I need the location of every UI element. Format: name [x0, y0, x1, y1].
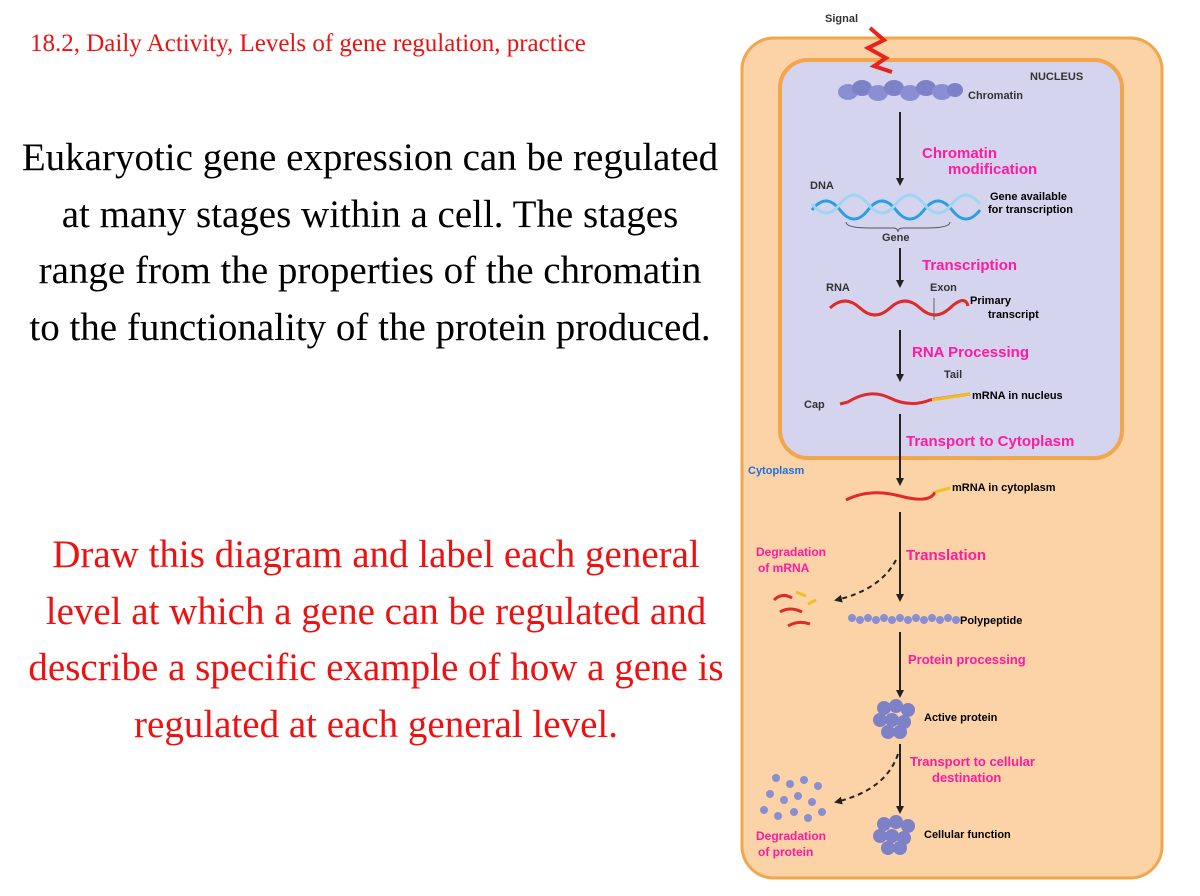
degradation-mrna-label-2: of mRNA — [758, 561, 810, 575]
cellular-function-note: Cellular function — [924, 829, 1011, 841]
gene-label: Gene — [882, 232, 910, 244]
chromatin-icon — [838, 80, 963, 101]
rna-label: RNA — [826, 282, 850, 294]
cap-label: Cap — [804, 399, 825, 411]
tail-label: Tail — [944, 369, 962, 381]
translation-label: Translation — [906, 547, 986, 564]
transcription-label: Transcription — [922, 257, 1017, 274]
degradation-protein-label-1: Degradation — [756, 829, 826, 843]
signal-bolt-icon — [863, 26, 893, 74]
transport-cytoplasm-label: Transport to Cytoplasm — [906, 433, 1074, 450]
degraded-protein-icon — [760, 774, 826, 822]
degraded-mrna-icon — [772, 590, 817, 628]
chromatin-label: Chromatin — [968, 90, 1023, 102]
exon-label: Exon — [930, 282, 957, 294]
gene-available-note-1: Gene available — [990, 191, 1067, 203]
chromatin-modification-label-2: modification — [948, 161, 1037, 178]
primary-transcript-note-2: transcript — [988, 309, 1039, 321]
primary-transcript-note-1: Primary — [970, 295, 1012, 307]
degradation-protein-label-2: of protein — [758, 845, 813, 859]
protein-processing-label: Protein processing — [908, 652, 1026, 667]
flow-arrows — [834, 112, 904, 814]
gene-bracket — [845, 221, 951, 233]
dna-helix-icon — [810, 193, 982, 221]
mrna-nucleus-note: mRNA in nucleus — [972, 390, 1063, 402]
primary-transcript-icon — [828, 299, 970, 317]
instructions-text: Draw this diagram and label each general… — [28, 533, 724, 746]
functional-protein-icon — [873, 815, 915, 855]
signal-label: Signal — [825, 13, 858, 25]
active-protein-note: Active protein — [924, 712, 998, 724]
rna-processing-label: RNA Processing — [912, 344, 1029, 361]
nucleus-label: NUCLEUS — [1030, 71, 1083, 83]
degradation-mrna-label-1: Degradation — [756, 545, 826, 559]
slide-header: 18.2, Daily Activity, Levels of gene reg… — [30, 30, 586, 57]
polypeptide-note: Polypeptide — [960, 615, 1022, 627]
nucleus — [778, 58, 1124, 460]
mrna-cytoplasm-note: mRNA in cytoplasm — [952, 482, 1056, 494]
active-protein-icon — [873, 699, 915, 739]
mrna-cytoplasm-icon — [845, 491, 937, 502]
mrna-nucleus-icon — [839, 392, 971, 406]
transport-destination-label-1: Transport to cellular — [910, 754, 1035, 769]
dna-label: DNA — [810, 180, 834, 192]
transport-destination-label-2: destination — [932, 770, 1001, 785]
chromatin-modification-label-1: Chromatin — [922, 145, 997, 162]
gene-available-note-2: for transcription — [988, 204, 1073, 216]
cytoplasm-label: Cytoplasm — [748, 465, 804, 477]
polypeptide-icon — [848, 614, 960, 624]
intro-text: Eukaryotic gene expression can be regula… — [21, 136, 719, 349]
